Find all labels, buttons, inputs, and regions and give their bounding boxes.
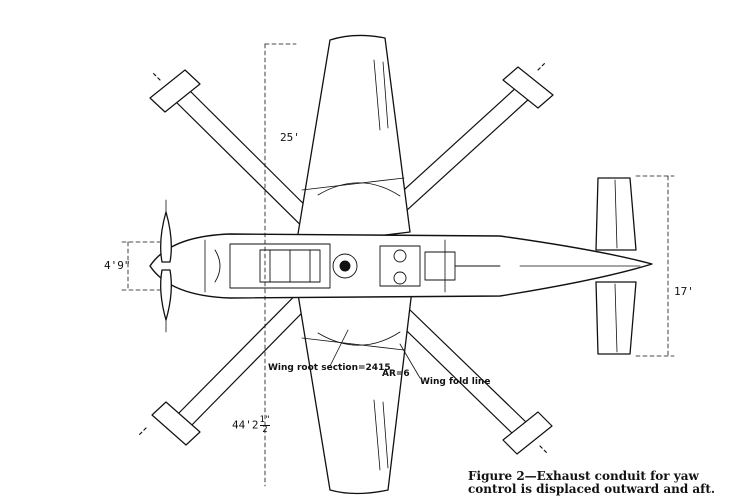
wing-root-label: Wing root section=2415 <box>268 363 391 373</box>
lower-wing <box>295 281 413 495</box>
span-25-label: 25' <box>280 131 300 144</box>
dimension-lines <box>121 43 675 487</box>
rotor-span-numerator: 1" <box>259 415 271 426</box>
fuselage-width-label: 4'9" <box>104 259 131 272</box>
length-17-label: 17' <box>674 285 694 298</box>
aspect-ratio-label: AR=6 <box>382 369 410 379</box>
rotor-span-fraction: 1"2 <box>259 415 271 435</box>
interior-machinery <box>214 243 501 289</box>
rotor-span-denominator: 2 <box>262 425 268 435</box>
fuselage <box>149 233 653 299</box>
wings <box>295 34 413 495</box>
tail-surfaces <box>595 177 637 355</box>
caption-line-2: control is displaced outward and aft. <box>468 482 716 496</box>
wing-fold-label: Wing fold line <box>420 377 491 387</box>
propeller <box>160 199 172 333</box>
figure-caption: Figure 2—Exhaust conduit for yaw control… <box>468 470 730 496</box>
leader-lines <box>329 329 421 379</box>
upper-wing <box>295 34 411 247</box>
rotor-span-whole: 44'2 <box>232 418 259 432</box>
caption-line-1: Figure 2—Exhaust conduit for yaw <box>468 469 699 483</box>
